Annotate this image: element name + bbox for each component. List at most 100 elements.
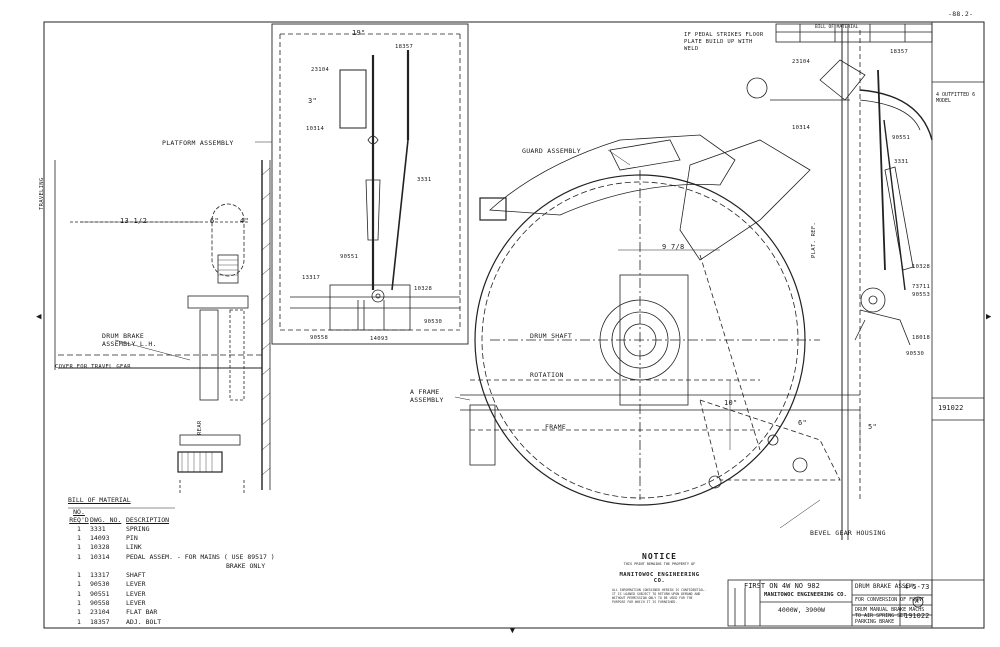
bom-desc: LEVER bbox=[126, 599, 146, 608]
table-row: 1 18357 ADJ. BOLT bbox=[68, 617, 406, 626]
callout-90530-b: 90530 bbox=[906, 351, 925, 357]
side-note: 4 OUTFITTED 6 MODEL bbox=[936, 92, 976, 104]
bom-desc: LEVER bbox=[126, 580, 146, 589]
callout-90551-b: 90551 bbox=[892, 135, 911, 141]
dim-10: 10" bbox=[724, 399, 738, 407]
label-platform-assembly: PLATFORM ASSEMBLY bbox=[162, 139, 234, 147]
label-frame: FRAME bbox=[545, 423, 567, 431]
platform-box bbox=[271, 23, 469, 345]
tb-company: MANITOWOC ENGINEERING CO. bbox=[764, 592, 847, 598]
bom-table: NO. REQ'D DWG. NO. DESCRIPTION 1 3331 SPRI… bbox=[68, 508, 406, 626]
tb-dwg-no: 191022 bbox=[904, 612, 930, 620]
callout-18357-b: 18357 bbox=[890, 49, 909, 55]
callout-10314: 10314 bbox=[306, 126, 325, 132]
callout-23104-b: 23104 bbox=[792, 59, 811, 65]
bom-dwg: 13317 bbox=[90, 571, 110, 580]
bom-dwg: 90530 bbox=[90, 580, 110, 589]
dim-13: 13 1/2 bbox=[120, 217, 148, 225]
arrow-down-icon: ▼ bbox=[510, 626, 515, 635]
bom-dwg: 3331 bbox=[90, 524, 106, 533]
callout-3331: 3331 bbox=[417, 177, 432, 183]
dim-19: 19" bbox=[352, 29, 366, 37]
brake-bulb bbox=[211, 203, 245, 277]
notice-company: MANITOWOC ENGINEERING CO. bbox=[619, 572, 700, 584]
arrow-left-icon: ◀ bbox=[36, 312, 42, 322]
bom-desc: LEVER bbox=[126, 589, 146, 598]
title-block bbox=[727, 579, 933, 627]
callout-18357: 18357 bbox=[395, 44, 414, 50]
bom-qty: 1 bbox=[77, 571, 81, 580]
sheet-border bbox=[43, 21, 985, 629]
bom-qty: 1 bbox=[77, 533, 81, 542]
bom-qty: 1 bbox=[77, 552, 81, 561]
label-rear: REAR bbox=[197, 420, 203, 435]
label-travel-gear-cover: COVER FOR TRAVEL GEAR bbox=[55, 364, 131, 370]
bom-dwg: 18357 bbox=[90, 617, 110, 626]
bom-qty: 1 bbox=[77, 543, 81, 552]
label-a-frame-assy: A FRAME ASSEMBLY bbox=[410, 388, 444, 404]
arrow-right-icon: ▶ bbox=[986, 312, 992, 322]
bom-header-dwg: DWG. NO. bbox=[90, 516, 122, 524]
bom-qty: 1 bbox=[77, 617, 81, 626]
tb-title-3: DRUM MANUAL BRAKE MACHS bbox=[855, 607, 925, 613]
dim-6: 6" bbox=[210, 217, 220, 225]
notice-title: NOTICE bbox=[642, 552, 677, 561]
bom-header-row: NO. REQ'D DWG. NO. DESCRIPTION bbox=[68, 508, 406, 524]
callout-90553: 90553 bbox=[912, 292, 931, 298]
label-rotation: ROTATION bbox=[530, 371, 564, 379]
table-row: 1 90530 LEVER bbox=[68, 580, 406, 589]
dim-6b: 6" bbox=[798, 419, 808, 427]
label-guard-assembly: GUARD ASSEMBLY bbox=[522, 147, 581, 155]
callout-10328-b: 10328 bbox=[912, 264, 931, 270]
bom-desc: LINK bbox=[126, 543, 142, 552]
bom-desc: ADJ. BOLT bbox=[126, 617, 162, 626]
callout-3331-b: 3331 bbox=[894, 159, 909, 165]
dim-4: 4" bbox=[240, 217, 250, 225]
bom-qty: 1 bbox=[77, 589, 81, 598]
callout-90551: 90551 bbox=[340, 254, 359, 260]
dim-9: 9 7/8 bbox=[662, 243, 685, 251]
bom-desc: BRAKE ONLY bbox=[226, 561, 266, 570]
label-traveling: TRAVELING bbox=[39, 177, 45, 210]
corner-mark: -88.2- bbox=[948, 10, 974, 18]
bom-qty: 1 bbox=[77, 580, 81, 589]
label-pedal-note: IF PEDAL STRIKES FLOOR PLATE BUILD UP WI… bbox=[684, 32, 764, 52]
label-drum-shaft: DRUM SHAFT bbox=[530, 332, 573, 340]
callout-23104: 23104 bbox=[311, 67, 330, 73]
callout-14093: 14093 bbox=[370, 336, 389, 342]
dim-5: 5" bbox=[868, 423, 878, 431]
bom-title: BILL OF MATERIAL bbox=[68, 496, 131, 504]
callout-90530: 90530 bbox=[424, 319, 443, 325]
table-row: 1 90551 LEVER bbox=[68, 589, 406, 598]
tb-models: 4000W, 3900W bbox=[778, 606, 825, 614]
bom-qty: 1 bbox=[77, 599, 81, 608]
bom-dwg: 10314 bbox=[90, 552, 110, 561]
bom-qty: 1 bbox=[77, 524, 81, 533]
dim-3: 3" bbox=[308, 97, 318, 105]
tb-title-2: FOR CONVERSION OF FRONT bbox=[855, 597, 925, 603]
label-bevel-gear-housing: BEVEL GEAR HOUSING bbox=[810, 529, 886, 537]
table-row: 1 10328 LINK bbox=[68, 543, 406, 552]
bom-header-desc: DESCRIPTION bbox=[126, 516, 170, 524]
label-drum-brake-assy: DRUM BRAKE ASSEMBLY L.H. bbox=[102, 332, 157, 348]
tb-circle-mark: A bbox=[915, 598, 919, 605]
bom-dwg: 23104 bbox=[90, 608, 110, 617]
callout-10328: 10328 bbox=[414, 286, 433, 292]
bom-dwg: 10328 bbox=[90, 543, 110, 552]
bom-desc: PEDAL ASSEM. - FOR MAINS ( USE 89517 ) bbox=[126, 552, 275, 561]
bom-desc: SPRING bbox=[126, 524, 150, 533]
callout-10314-b: 10314 bbox=[792, 125, 811, 131]
label-platform-vert: PLAT. REF. bbox=[811, 221, 817, 258]
callout-18018: 18018 bbox=[912, 335, 931, 341]
table-row: BRAKE ONLY bbox=[68, 561, 406, 570]
tb-title-1: DRUM BRAKE ASSEM. bbox=[855, 583, 917, 590]
first-on: FIRST ON 4W NO 982 bbox=[744, 582, 820, 590]
tb-title-4: TO AIR SPRING SET bbox=[855, 613, 907, 619]
tb-date: 4-5-73 bbox=[904, 583, 930, 591]
bom-qty: 1 bbox=[77, 608, 81, 617]
notice-body: ALL INFORMATION CONTAINED HEREIN IS CONF… bbox=[612, 588, 707, 604]
bom-dwg: 90551 bbox=[90, 589, 110, 598]
